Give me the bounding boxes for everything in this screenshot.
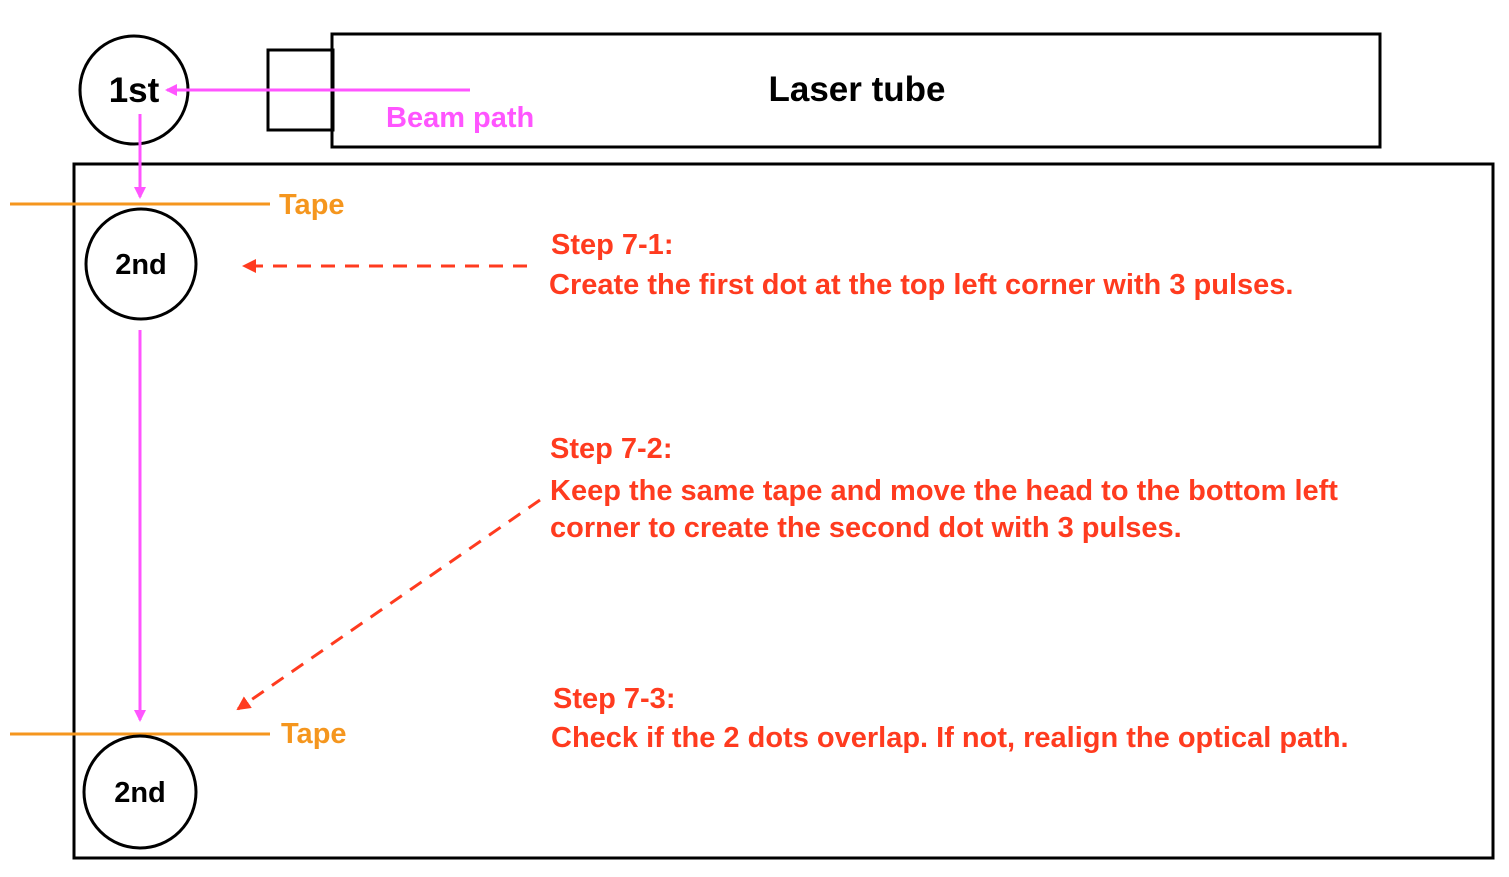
tape-bottom-label: Tape (281, 718, 347, 750)
machine-bed (72, 162, 1495, 860)
step-7-2-text-line-2: corner to create the second dot with 3 p… (550, 512, 1182, 544)
second-mirror-top (84, 207, 198, 321)
second-mirror-top-label: 2nd (115, 249, 167, 281)
step-7-1-title: Step 7-1: (551, 229, 673, 261)
step-7-2-text-line-1: Keep the same tape and move the head to … (550, 475, 1338, 507)
first-mirror-label: 1st (109, 71, 160, 110)
step-7-2-pointer-arrow (236, 498, 541, 711)
step-7-2-title: Step 7-2: (550, 433, 672, 465)
step-7-1-text: Create the first dot at the top left cor… (549, 269, 1293, 301)
step-7-3-text: Check if the 2 dots overlap. If not, rea… (551, 722, 1349, 754)
second-mirror-bottom-label: 2nd (114, 777, 166, 809)
tape-top-label: Tape (279, 189, 345, 221)
step-7-3-title: Step 7-3: (553, 683, 675, 715)
second-mirror-bottom (82, 734, 198, 850)
beam-path-label: Beam path (386, 102, 534, 134)
laser-tube-label: Laser tube (769, 70, 946, 109)
